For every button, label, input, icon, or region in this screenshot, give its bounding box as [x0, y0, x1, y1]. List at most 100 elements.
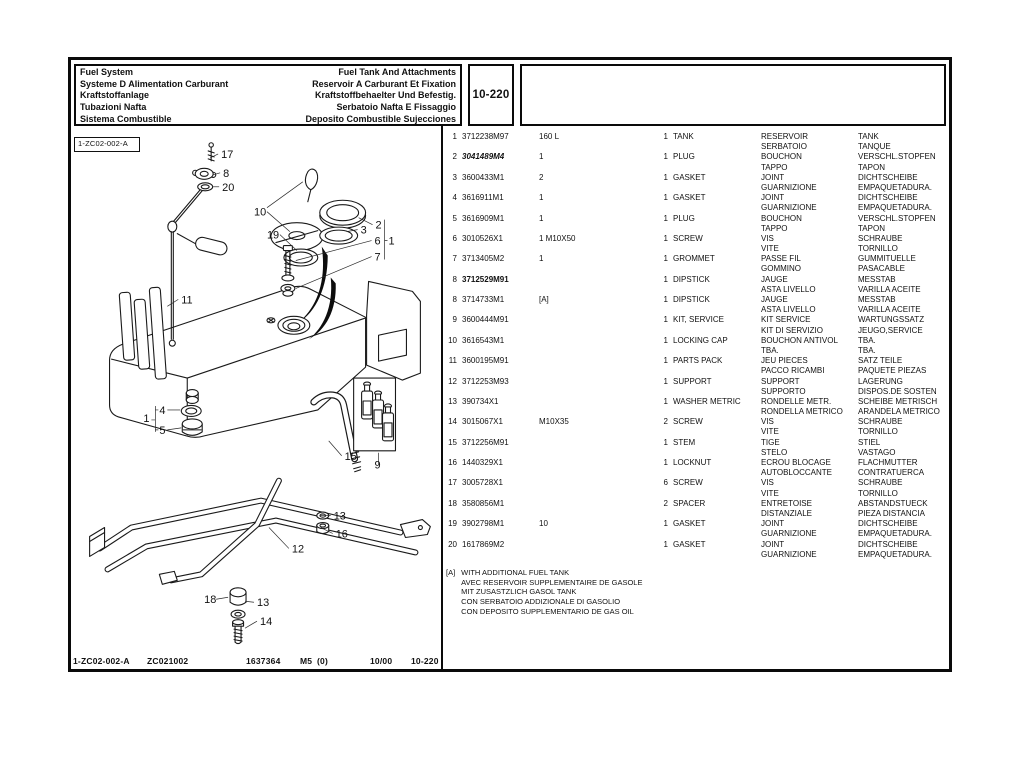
bolt-14 — [232, 619, 245, 645]
footnote-line: WITH ADDITIONAL FUEL TANK — [461, 568, 570, 577]
quantity: 1 — [663, 172, 668, 182]
callout-leader-line — [328, 440, 342, 457]
callout-number: 10 — [254, 207, 266, 219]
quantity: 1 — [663, 458, 668, 467]
description-it: KIT DI SERVIZIO — [761, 325, 823, 335]
locking-cap-10 — [270, 222, 324, 252]
description-en: WASHER METRIC — [673, 396, 741, 406]
description-es: EMPAQUETADURA. — [858, 203, 932, 213]
description-en: GASKET — [673, 539, 706, 549]
callout-leader-line — [295, 240, 372, 261]
item-number: 5 — [452, 213, 457, 223]
description-it: SUPPORTO — [761, 386, 806, 396]
description-it: VITE — [761, 488, 779, 498]
table-row: 17 3005728X1 6 SCREW VIS SCHRAUBE VITE T… — [446, 478, 946, 498]
description-es: EMPAQUETADURA. — [858, 182, 932, 192]
description-fr: BOUCHON — [761, 152, 802, 162]
quantity: 1 — [663, 335, 668, 345]
size-or-note — [538, 377, 655, 387]
part-number: 3714733M1 — [462, 295, 505, 304]
description-de: DICHTSCHEIBE — [858, 193, 918, 203]
size-or-note — [538, 397, 655, 407]
description-es: TORNILLO — [858, 488, 898, 498]
description-en: LOCKNUT — [673, 458, 712, 467]
table-row: 6 3010526X1 1 M10X50 1 SCREW VIS SCHRAUB… — [446, 234, 946, 254]
description-de: SATZ TEILE — [858, 356, 903, 366]
callout-number: 12 — [292, 543, 304, 555]
size-or-note: 1 — [539, 193, 544, 203]
size-or-note: 1 — [539, 254, 544, 264]
header-left-text: Fuel System — [80, 67, 134, 77]
part-number: 3712238M97 — [462, 132, 509, 141]
table-row: 20 1617869M2 1 GASKET JOINT DICHTSCHEIBE… — [446, 540, 946, 560]
description-fr: ECROU BLOCAGE — [761, 458, 831, 467]
callout-number: 17 — [221, 149, 233, 161]
table-row: 9 3600444M91 1 KIT, SERVICE KIT SERVICE … — [446, 315, 946, 335]
callout-number: 2 — [376, 220, 382, 232]
callout-number: 3 — [361, 225, 367, 237]
part-number: 3041489M4 — [462, 152, 505, 162]
item-number: 2 — [452, 152, 457, 162]
callout-number: 6 — [375, 236, 381, 248]
description-de: DICHTSCHEIBE — [858, 172, 918, 182]
callout-number: 18 — [204, 594, 216, 606]
part-number: 3600444M91 — [462, 315, 509, 325]
footnote-tag: [A] — [446, 568, 456, 577]
description-it: AUTOBLOCCANTE — [761, 468, 832, 478]
part-number: 390734X1 — [462, 396, 499, 406]
description-it: SERBATOIO — [761, 142, 807, 152]
table-row: 4 3616911M1 1 1 GASKET JOINT DICHTSCHEIB… — [446, 193, 946, 213]
tank-body — [108, 246, 421, 438]
description-en: PLUG — [673, 213, 695, 223]
description-de: SCHEIBE METRISCH — [858, 396, 938, 406]
description-en: GASKET — [673, 172, 706, 182]
description-it: GUARNIZIONE — [761, 182, 817, 192]
quantity: 1 — [663, 193, 668, 203]
callout-leader-line — [167, 299, 179, 307]
size-or-note — [538, 356, 655, 366]
size-or-note: M10X35 — [539, 417, 569, 427]
description-de: DICHTSCHEIBE — [858, 539, 918, 549]
callout-leader-line — [213, 172, 221, 176]
description-fr: VIS — [761, 233, 774, 243]
item-number: 6 — [452, 233, 457, 243]
description-fr: VIS — [761, 478, 774, 488]
item-number: 16 — [448, 458, 457, 467]
description-es: PAQUETE PIEZAS — [858, 366, 927, 376]
item-number: 13 — [448, 396, 457, 406]
callout-leader-line — [167, 427, 182, 431]
header-empty-box — [520, 64, 946, 126]
table-row: 3 3600433M1 2 1 GASKET JOINT DICHTSCHEIB… — [446, 173, 946, 193]
description-de: TBA. — [858, 335, 876, 345]
callout-number: 15 — [345, 451, 357, 463]
description-de: WARTUNGSSATZ — [858, 315, 925, 325]
description-de: SCHRAUBE — [858, 478, 903, 488]
size-or-note: 1 — [539, 213, 544, 223]
callout-number: 7 — [375, 252, 381, 264]
header-right-text: Deposito Combustible Sujecciones — [305, 113, 456, 124]
description-en: KIT, SERVICE — [673, 315, 724, 325]
size-or-note — [538, 438, 655, 448]
table-row: 13 390734X1 1 WASHER METRIC RONDELLE MET… — [446, 397, 946, 417]
description-it: TBA. — [761, 345, 779, 355]
footnote-line: AVEC RESERVOIR SUPPLEMENTAIRE DE GASOLE — [461, 577, 643, 587]
description-it: TAPPO — [761, 162, 788, 172]
callout-number: 13 — [257, 597, 269, 609]
spacer-18 — [229, 587, 247, 606]
part-number: 3713405M2 — [462, 254, 505, 264]
description-fr: JEU PIECES — [761, 356, 808, 366]
description-it: VITE — [761, 427, 779, 437]
parts-table-body: 1 3712238M97 160 L 1 TANK RESERVOIR TANK… — [446, 132, 946, 560]
callout-number: 14 — [260, 616, 272, 628]
header-left-text: Kraftstoffanlage — [80, 90, 150, 101]
callout-number: 1 — [143, 413, 149, 425]
description-en: DIPSTICK — [673, 274, 710, 284]
page-number: 10-220 — [472, 89, 510, 101]
stem-part — [310, 391, 362, 473]
dipstick-cap — [192, 167, 217, 180]
callout-leader-line — [216, 596, 229, 600]
callout-leader-line — [266, 181, 304, 208]
description-de: STIEL — [858, 437, 881, 447]
